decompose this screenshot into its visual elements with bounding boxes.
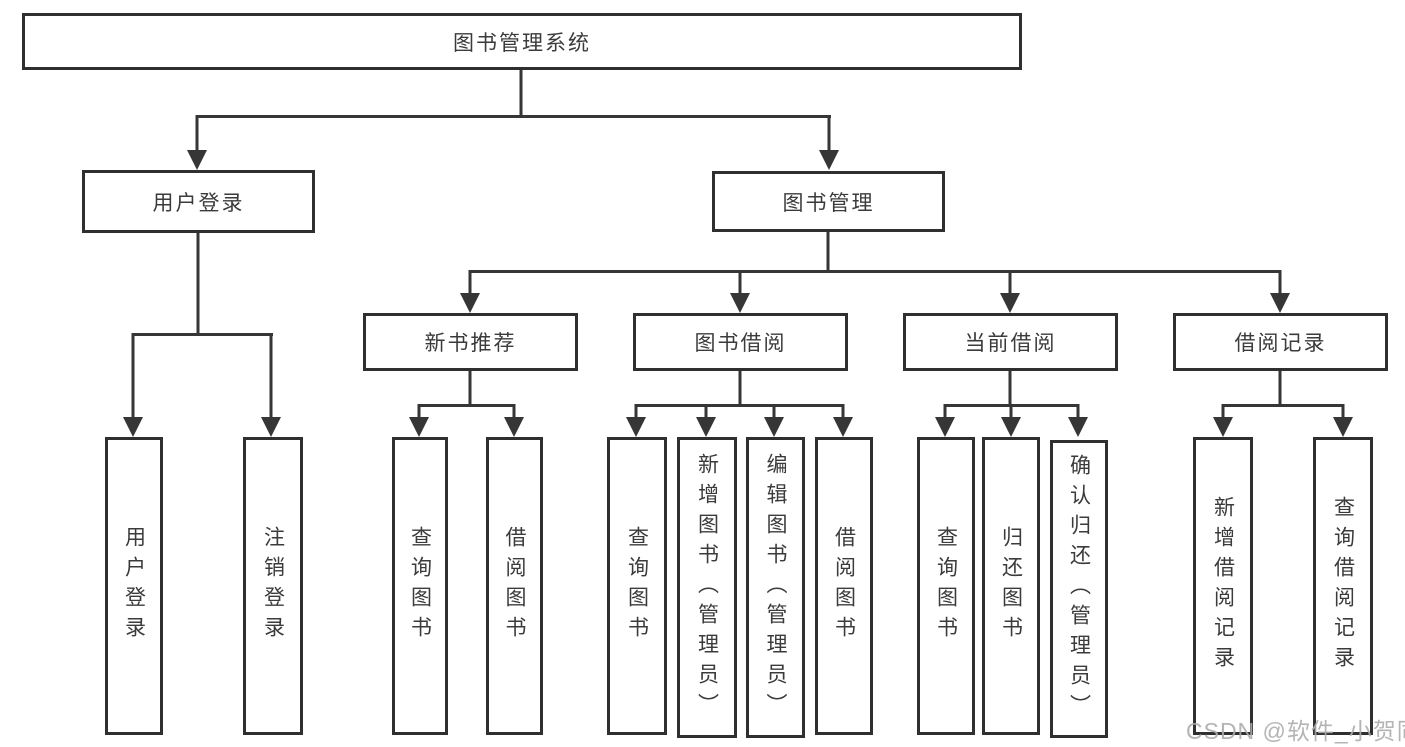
connector-borrow-rail bbox=[635, 404, 844, 407]
arrow-down-icon bbox=[1000, 293, 1020, 313]
arrow-down-icon bbox=[1333, 417, 1353, 437]
leaf-query-books: 查询图书 bbox=[392, 437, 448, 735]
arrow-down-icon bbox=[935, 417, 955, 437]
connector-current-drop-3 bbox=[1076, 404, 1080, 422]
leaf-label: 确认归还（管理员） bbox=[1067, 454, 1091, 724]
arrow-down-icon bbox=[1270, 293, 1290, 313]
leaf-logout: 注销登录 bbox=[243, 437, 303, 735]
node-book-borrow: 图书借阅 bbox=[633, 313, 848, 371]
arrow-down-icon bbox=[819, 150, 839, 170]
connector-book-rail bbox=[469, 270, 1281, 273]
leaf-user-login: 用户登录 bbox=[105, 437, 163, 735]
connector-borrow-drop-1 bbox=[634, 404, 638, 422]
connector-records-drop-1 bbox=[1221, 404, 1225, 422]
node-book-management: 图书管理 bbox=[712, 171, 945, 232]
connector-book-drop-4 bbox=[1278, 270, 1282, 298]
connector-recommend-rail bbox=[418, 404, 515, 407]
arrow-down-icon bbox=[1068, 417, 1088, 437]
leaf-query-books: 查询图书 bbox=[607, 437, 667, 735]
arrow-down-icon bbox=[833, 417, 853, 437]
connector-root-drop-left bbox=[195, 115, 199, 153]
leaf-label: 查询图书 bbox=[934, 526, 958, 646]
leaf-label: 新增借阅记录 bbox=[1211, 496, 1235, 676]
leaf-label: 借阅图书 bbox=[503, 526, 526, 646]
connector-borrow-drop-2 bbox=[704, 404, 708, 422]
connector-borrow-stem bbox=[738, 371, 742, 406]
leaf-edit-books-admin: 编辑图书（管理员） bbox=[746, 437, 805, 738]
leaf-return-books: 归还图书 bbox=[982, 437, 1040, 735]
arrow-down-icon bbox=[504, 417, 524, 437]
leaf-borrow-books: 借阅图书 bbox=[815, 437, 873, 735]
node-borrow-records: 借阅记录 bbox=[1173, 313, 1388, 371]
leaf-add-books-admin: 新增图书（管理员） bbox=[677, 437, 737, 738]
arrow-down-icon bbox=[1213, 417, 1233, 437]
arrow-down-icon bbox=[187, 150, 207, 170]
connector-recommend-stem bbox=[468, 371, 472, 406]
connector-records-rail bbox=[1222, 404, 1344, 407]
arrow-down-icon bbox=[1001, 417, 1021, 437]
connector-book-drop-3 bbox=[1008, 270, 1012, 298]
connector-user-rail bbox=[132, 333, 273, 336]
connector-root-stem bbox=[519, 70, 523, 117]
leaf-query-books: 查询图书 bbox=[917, 437, 975, 735]
csdn-watermark: CSDN @软件_小贺同学 bbox=[1186, 718, 1405, 744]
connector-current-drop-2 bbox=[1009, 404, 1013, 422]
connector-borrow-drop-3 bbox=[772, 404, 776, 422]
arrow-down-icon bbox=[764, 417, 784, 437]
arrow-down-icon bbox=[460, 293, 480, 313]
connector-user-drop-2 bbox=[269, 333, 273, 421]
arrow-down-icon bbox=[626, 417, 646, 437]
connector-recommend-drop-1 bbox=[417, 404, 421, 422]
connector-root-rail bbox=[196, 115, 831, 118]
leaf-label: 查询图书 bbox=[408, 526, 432, 646]
connector-book-drop-2 bbox=[738, 270, 742, 298]
leaf-label: 查询借阅记录 bbox=[1331, 496, 1355, 676]
connector-recommend-drop-2 bbox=[512, 404, 516, 422]
leaf-confirm-return-admin: 确认归还（管理员） bbox=[1050, 440, 1108, 738]
node-new-book-recommend: 新书推荐 bbox=[363, 313, 578, 371]
node-current-borrow: 当前借阅 bbox=[903, 313, 1118, 371]
node-user-login: 用户登录 bbox=[82, 170, 315, 233]
leaf-label: 注销登录 bbox=[261, 526, 285, 646]
leaf-label: 编辑图书（管理员） bbox=[764, 452, 787, 723]
arrow-down-icon bbox=[730, 293, 750, 313]
leaf-add-borrow-record: 新增借阅记录 bbox=[1193, 437, 1253, 735]
leaf-borrow-books: 借阅图书 bbox=[486, 437, 543, 735]
connector-current-stem bbox=[1008, 371, 1012, 406]
connector-user-drop-1 bbox=[131, 333, 135, 421]
connector-book-drop-1 bbox=[468, 270, 472, 298]
leaf-label: 新增图书（管理员） bbox=[695, 452, 719, 723]
arrow-down-icon bbox=[696, 417, 716, 437]
leaf-label: 归还图书 bbox=[999, 526, 1023, 646]
connector-current-drop-1 bbox=[943, 404, 947, 422]
connector-borrow-drop-4 bbox=[841, 404, 845, 422]
arrow-down-icon bbox=[409, 417, 429, 437]
leaf-query-borrow-record: 查询借阅记录 bbox=[1313, 437, 1373, 735]
connector-root-drop-right bbox=[827, 115, 831, 153]
connector-records-stem bbox=[1278, 371, 1282, 406]
connector-records-drop-2 bbox=[1341, 404, 1345, 422]
connector-user-stem bbox=[196, 233, 200, 335]
leaf-label: 借阅图书 bbox=[832, 526, 856, 646]
leaf-label: 查询图书 bbox=[625, 526, 649, 646]
arrow-down-icon bbox=[261, 417, 281, 437]
node-root: 图书管理系统 bbox=[22, 13, 1022, 70]
leaf-label: 用户登录 bbox=[122, 526, 146, 646]
arrow-down-icon bbox=[123, 417, 143, 437]
connector-book-stem bbox=[826, 232, 830, 272]
